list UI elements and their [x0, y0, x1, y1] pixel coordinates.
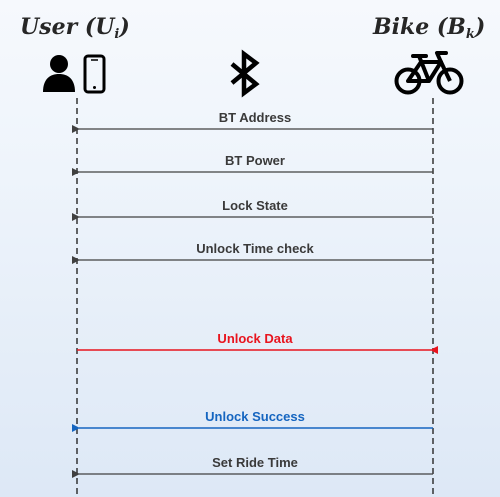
bicycle-icon: [394, 51, 464, 95]
message-label: Lock State: [222, 198, 288, 213]
message-label: Unlock Data: [217, 331, 293, 346]
message-label: BT Power: [225, 153, 285, 168]
person-icon: [43, 55, 75, 92]
bluetooth-icon: [230, 49, 260, 98]
message-label: BT Address: [218, 110, 292, 125]
message-label: Set Ride Time: [212, 455, 298, 470]
smartphone-icon: [83, 54, 106, 94]
user-actor-title: User (Ui): [20, 14, 130, 42]
bike-actor-title: Bike (Bk): [373, 14, 486, 42]
message-label: Unlock Success: [205, 409, 305, 424]
message-label: Unlock Time check: [196, 241, 314, 256]
